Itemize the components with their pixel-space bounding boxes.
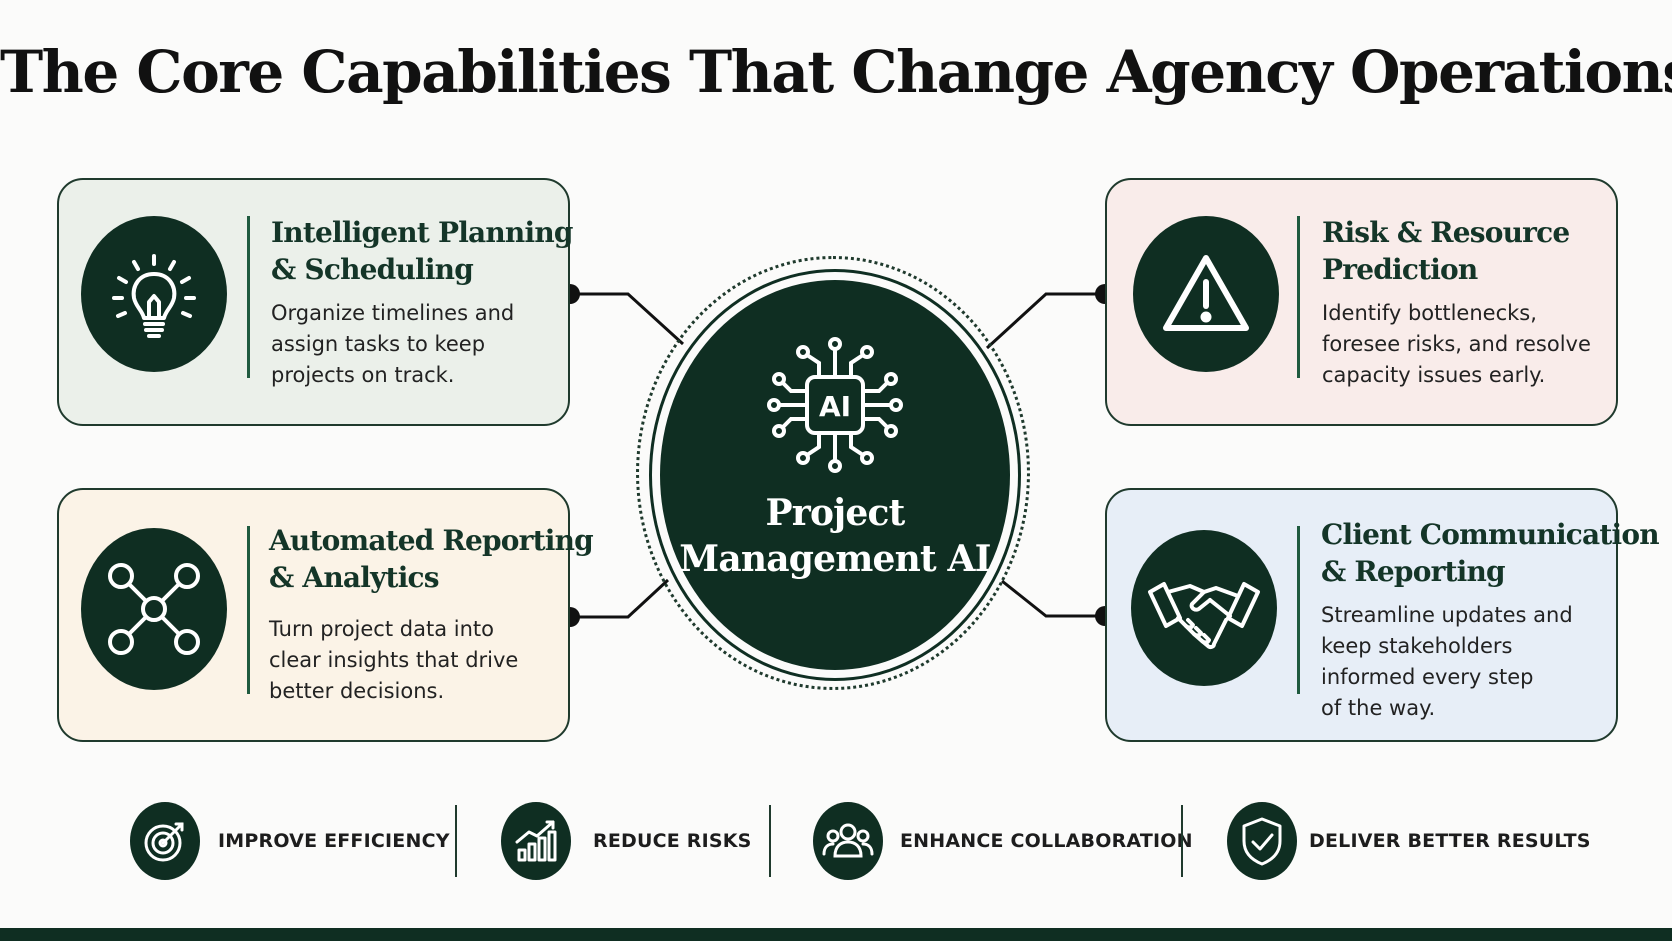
warning-triangle-icon [1133,216,1279,372]
network-nodes-icon [81,528,227,690]
hub-dotted-ring [636,256,1030,690]
card-description-line: Turn project data into [269,617,494,641]
card-description-line: of the way. [1321,696,1436,720]
card-description-line: Organize timelines and [271,301,515,325]
ai-chip-icon: AI [767,337,903,473]
card-title-line: & Scheduling [271,253,474,286]
footer-divider [769,805,771,877]
page-title: The Core Capabilities That Change Agency… [0,38,1672,106]
growth-chart-icon [501,802,571,880]
card-description-line: assign tasks to keep [271,332,486,356]
benefit-enhance-collaboration: ENHANCE COLLABORATION [813,802,1193,880]
card-divider [247,216,250,378]
benefit-label: ENHANCE COLLABORATION [900,830,1193,852]
capability-card-risk: Risk & Resource Prediction Identify bott… [1105,178,1618,426]
card-description-line: Identify bottlenecks, [1322,301,1537,325]
benefit-reduce-risks: REDUCE RISKS [501,802,761,880]
card-title-line: Risk & Resource [1322,216,1570,249]
hub-label: Project Management AI [660,490,1010,582]
card-divider [247,526,250,694]
capability-card-planning: Intelligent Planning & Scheduling Organi… [57,178,573,426]
card-divider [1297,216,1300,378]
footer-divider [455,805,457,877]
card-divider [1297,526,1300,694]
card-description-line: clear insights that drive [269,648,519,672]
chip-label: AI [819,390,851,423]
benefit-deliver-better-results: DELIVER BETTER RESULTS [1227,802,1590,880]
hub-label-line: Management AI [679,538,991,580]
benefit-label: IMPROVE EFFICIENCY [218,830,450,852]
benefit-improve-efficiency: IMPROVE EFFICIENCY [130,802,449,880]
target-icon [130,802,200,880]
card-title-line: & Reporting [1321,555,1506,588]
card-description-line: informed every step [1321,665,1534,689]
card-title-line: & Analytics [269,561,440,594]
shield-check-icon [1227,802,1297,880]
card-description-line: capacity issues early. [1322,363,1546,387]
card-description-line: better decisions. [269,679,445,703]
benefit-label: DELIVER BETTER RESULTS [1309,830,1591,852]
card-description-line: projects on track. [271,363,455,387]
card-title-line: Automated Reporting [269,524,594,557]
card-title-line: Intelligent Planning [271,216,573,249]
card-description-line: Streamline updates and [1321,603,1573,627]
central-hub [660,280,1010,670]
footer-divider [1181,805,1183,877]
bottom-bar [0,928,1672,941]
team-icon [813,802,883,880]
benefit-label: REDUCE RISKS [593,830,752,852]
hub-label-line: Project [765,492,906,534]
handshake-icon [1131,530,1277,686]
capability-card-client-communication: Client Communication & Reporting Streaml… [1105,488,1660,742]
capability-card-reporting: Automated Reporting & Analytics Turn pro… [57,488,594,742]
card-title-line: Prediction [1322,253,1478,286]
card-title-line: Client Communication [1321,518,1660,551]
card-description-line: foresee risks, and resolve [1322,332,1591,356]
card-description-line: keep stakeholders [1321,634,1513,658]
lightbulb-icon [81,216,227,372]
